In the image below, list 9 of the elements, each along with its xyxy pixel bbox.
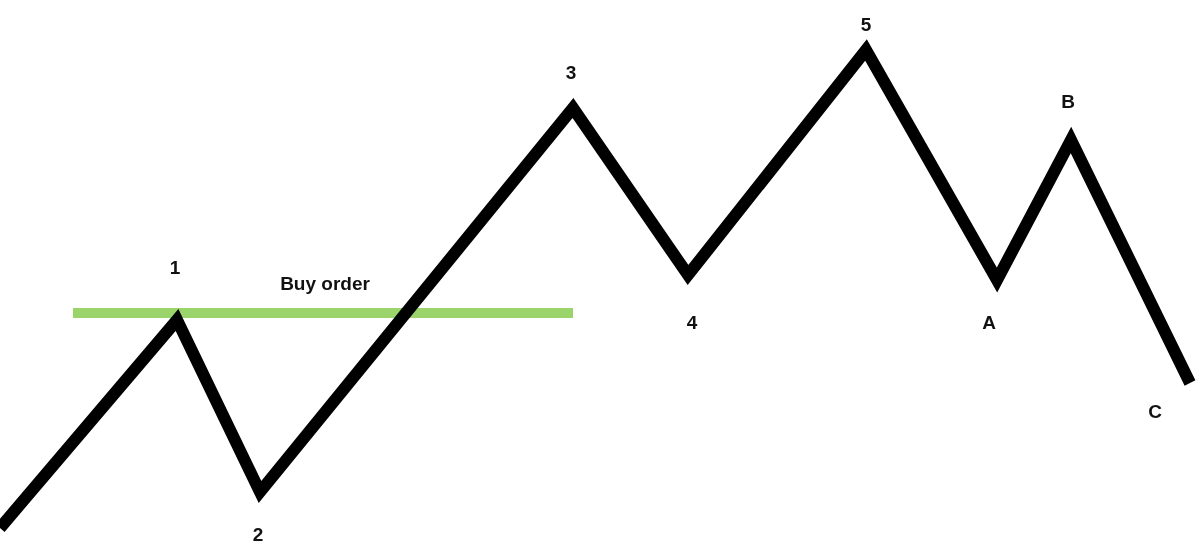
wave-point-label: 5 [860, 14, 872, 36]
wave-point-label: 3 [565, 62, 577, 84]
wave-point-label: C [1148, 401, 1162, 423]
wave-point-label: B [1061, 91, 1075, 113]
order-label: Buy order [280, 273, 370, 295]
wave-point-label: 4 [686, 312, 698, 334]
wave-point-label: 1 [169, 257, 181, 279]
wave-point-label: 2 [252, 524, 264, 546]
wave-point-label: A [982, 312, 996, 334]
